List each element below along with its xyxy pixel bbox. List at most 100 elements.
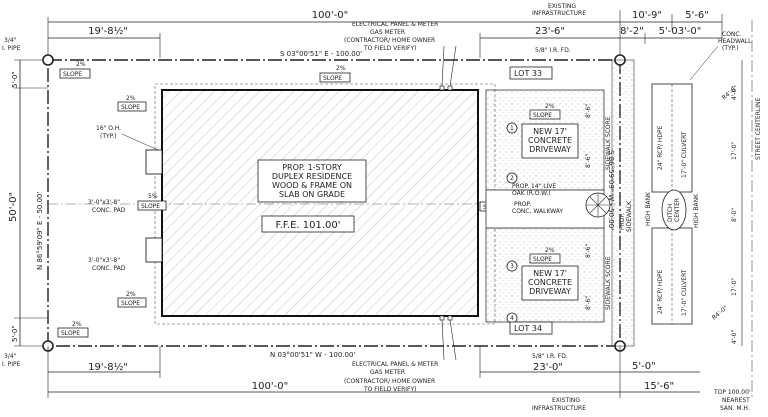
lot-33-box — [509, 66, 553, 80]
headwall-label-2: HEADWALL — [718, 38, 752, 45]
ditch-center — [661, 189, 687, 231]
iron-bottom-label: 5/8" I.R. FD. — [532, 353, 568, 360]
svg-text:GAS METER: GAS METER — [370, 369, 405, 376]
svg-text:SLOPE: SLOPE — [61, 330, 80, 337]
dim-v17-bottom: 17'-0" — [731, 278, 738, 296]
svg-text:SLOPE: SLOPE — [63, 71, 82, 78]
house-label-box — [257, 159, 367, 203]
right-bottom-dim-a: 5'-0" — [632, 361, 656, 372]
electrical-label-bottom: ELECTRICAL PANEL & METER GAS METER (CONT… — [344, 361, 438, 393]
culvert-top-label: 17'-0" CULVERT — [681, 131, 688, 178]
live-oak-tree-symbol — [585, 192, 611, 218]
bearing-right: S 86°59'09" W - 50.00' — [607, 150, 615, 230]
dim-v8: 8'-0" — [731, 208, 738, 222]
house-footprint — [161, 89, 479, 317]
right-dim-c: 8'-2" — [620, 26, 644, 37]
svg-text:4: 4 — [510, 315, 514, 322]
live-oak-label-1: PROP. 14" LIVE — [512, 183, 557, 190]
bottom-dimensions: 19'-8½" 100'-0" 23'-0" 5'-0" 15'-6" — [47, 346, 700, 398]
driveway-bottom-label-2: CONCRETE — [528, 278, 572, 287]
iron-pipe-top-left — [42, 54, 54, 66]
gas-marker-bottom — [447, 315, 453, 321]
electrical-label-top: ELECTRICAL PANEL & METER GAS METER (CONT… — [344, 21, 438, 52]
svg-text:2: 2 — [510, 175, 514, 182]
house-label-2: DUPLEX RESIDENCE — [272, 172, 352, 181]
bearing-bottom: N 03°00'51" W - 100.00' — [270, 351, 355, 359]
left-top-dim: 5'-0" — [11, 71, 19, 88]
sidewalk-label-2: SIDEWALK — [626, 200, 633, 232]
drive-dim-c: 8'-6" — [585, 244, 592, 258]
nearest-label-1: TOP 100.00' — [713, 389, 751, 396]
drive-dim-d: 8'-6" — [585, 296, 592, 310]
bottom-overall-dim: 100'-0" — [252, 381, 288, 392]
culvert-bottom-label: 17'-0" CULVERT — [681, 269, 688, 316]
bottom-right-dim: 23'-0" — [533, 362, 563, 373]
dim-v4-bottom: 4'-0" — [731, 330, 738, 344]
svg-text:SLOPE: SLOPE — [141, 203, 160, 210]
top-overall-dim: 100'-0" — [312, 10, 348, 21]
lot-34-label: LOT 34 — [514, 324, 542, 333]
walkway-label-2: CONC. WALKWAY — [512, 208, 563, 215]
right-dim-a: 10'-9" — [632, 10, 662, 21]
dim-v17-top: 17'-0" — [731, 142, 738, 160]
drive-dim-b: 8'-6" — [585, 154, 592, 168]
svg-text:2%: 2% — [72, 321, 82, 328]
nearest-label-3: SAN. M.H. — [720, 405, 750, 412]
svg-text:TO FIELD VERIFY): TO FIELD VERIFY) — [363, 45, 416, 52]
sidewalk-score-top: SIDEWALK SCORE — [605, 116, 612, 170]
left-bottom-dim: 5'-0" — [11, 325, 19, 342]
svg-text:2%: 2% — [336, 65, 346, 72]
right-dim-d: 5'-03'-0" — [659, 26, 702, 37]
rcp-bottom-label: 24" RCP/ HDPE — [657, 269, 664, 314]
svg-text:2%: 2% — [126, 95, 136, 102]
svg-text:5%: 5% — [148, 193, 158, 200]
svg-text:GAS METER: GAS METER — [370, 29, 405, 36]
nearest-label-2: NEAREST — [722, 397, 750, 404]
svg-text:(CONTRACTOR/ HOME OWNER: (CONTRACTOR/ HOME OWNER — [344, 37, 435, 44]
existing-bottom-label-2: INFRASTRUCTURE — [532, 405, 586, 412]
existing-bottom-label-1: EXISTING — [552, 397, 580, 404]
sidewalk-score-bottom: SIDEWALK SCORE — [605, 256, 612, 310]
iron-top-label: 5/8" I.R. FD. — [535, 47, 571, 54]
electrical-marker-top — [439, 85, 445, 91]
lot-34-box — [509, 321, 553, 335]
pipe-bottom-label-2: I. PIPE — [2, 361, 21, 368]
walkway-label-1: PROP. — [514, 201, 531, 208]
pad-top-label-2: CONC. PAD — [92, 207, 126, 214]
pad-bottom-label-2: CONC. PAD — [92, 265, 126, 272]
existing-top-label-1: EXISTING — [548, 3, 576, 10]
overhang-label-1: 16" O.H. — [96, 125, 121, 132]
svg-text:SLOPE: SLOPE — [121, 104, 140, 111]
svg-text:1: 1 — [510, 125, 514, 132]
top-right-dim: 23'-6" — [535, 26, 565, 37]
live-oak-label-2: OAK (R.O.W.) — [512, 190, 551, 197]
rcp-top-label: 24" RCP/ HDPE — [657, 125, 664, 170]
left-overall-dim: 50'-0" — [8, 192, 19, 222]
svg-text:2%: 2% — [76, 61, 86, 68]
svg-text:SLOPE: SLOPE — [323, 75, 342, 82]
driveway-top-label-3: DRIVEWAY — [529, 145, 571, 154]
top-left-dim: 19'-8½" — [88, 25, 128, 37]
svg-text:3: 3 — [510, 263, 514, 270]
existing-top-label-2: INFRASTRUCTURE — [532, 10, 586, 17]
lot-33-label: LOT 33 — [514, 69, 542, 78]
conc-pad-top — [145, 149, 163, 175]
ffe-label: F.F.E. 101.00' — [275, 220, 340, 231]
svg-text:ELECTRICAL PANEL & METER: ELECTRICAL PANEL & METER — [352, 361, 438, 368]
sidewalk-label-1: PROP. — [619, 213, 626, 230]
bottom-left-dim: 19'-8½" — [88, 361, 128, 373]
pipe-top-label-2: I. PIPE — [2, 45, 21, 52]
driveway-top-label-2: CONCRETE — [528, 136, 572, 145]
conc-pad-bottom — [145, 237, 163, 263]
dim-r4-bottom: R4'-0" — [711, 304, 730, 321]
gas-marker-top — [447, 85, 453, 91]
svg-text:2%: 2% — [126, 291, 136, 298]
street-centerline-label: STREET CENTERLINE — [755, 98, 762, 160]
house-label-3: WOOD & FRAME ON — [272, 181, 352, 190]
dim-v4-top: 4'-0" — [731, 86, 738, 100]
electrical-marker-bottom — [439, 315, 445, 321]
driveway-bottom-label-box — [521, 265, 579, 301]
ffe-box — [261, 215, 355, 233]
right-bottom-dim-b: 15'-6" — [644, 381, 674, 392]
